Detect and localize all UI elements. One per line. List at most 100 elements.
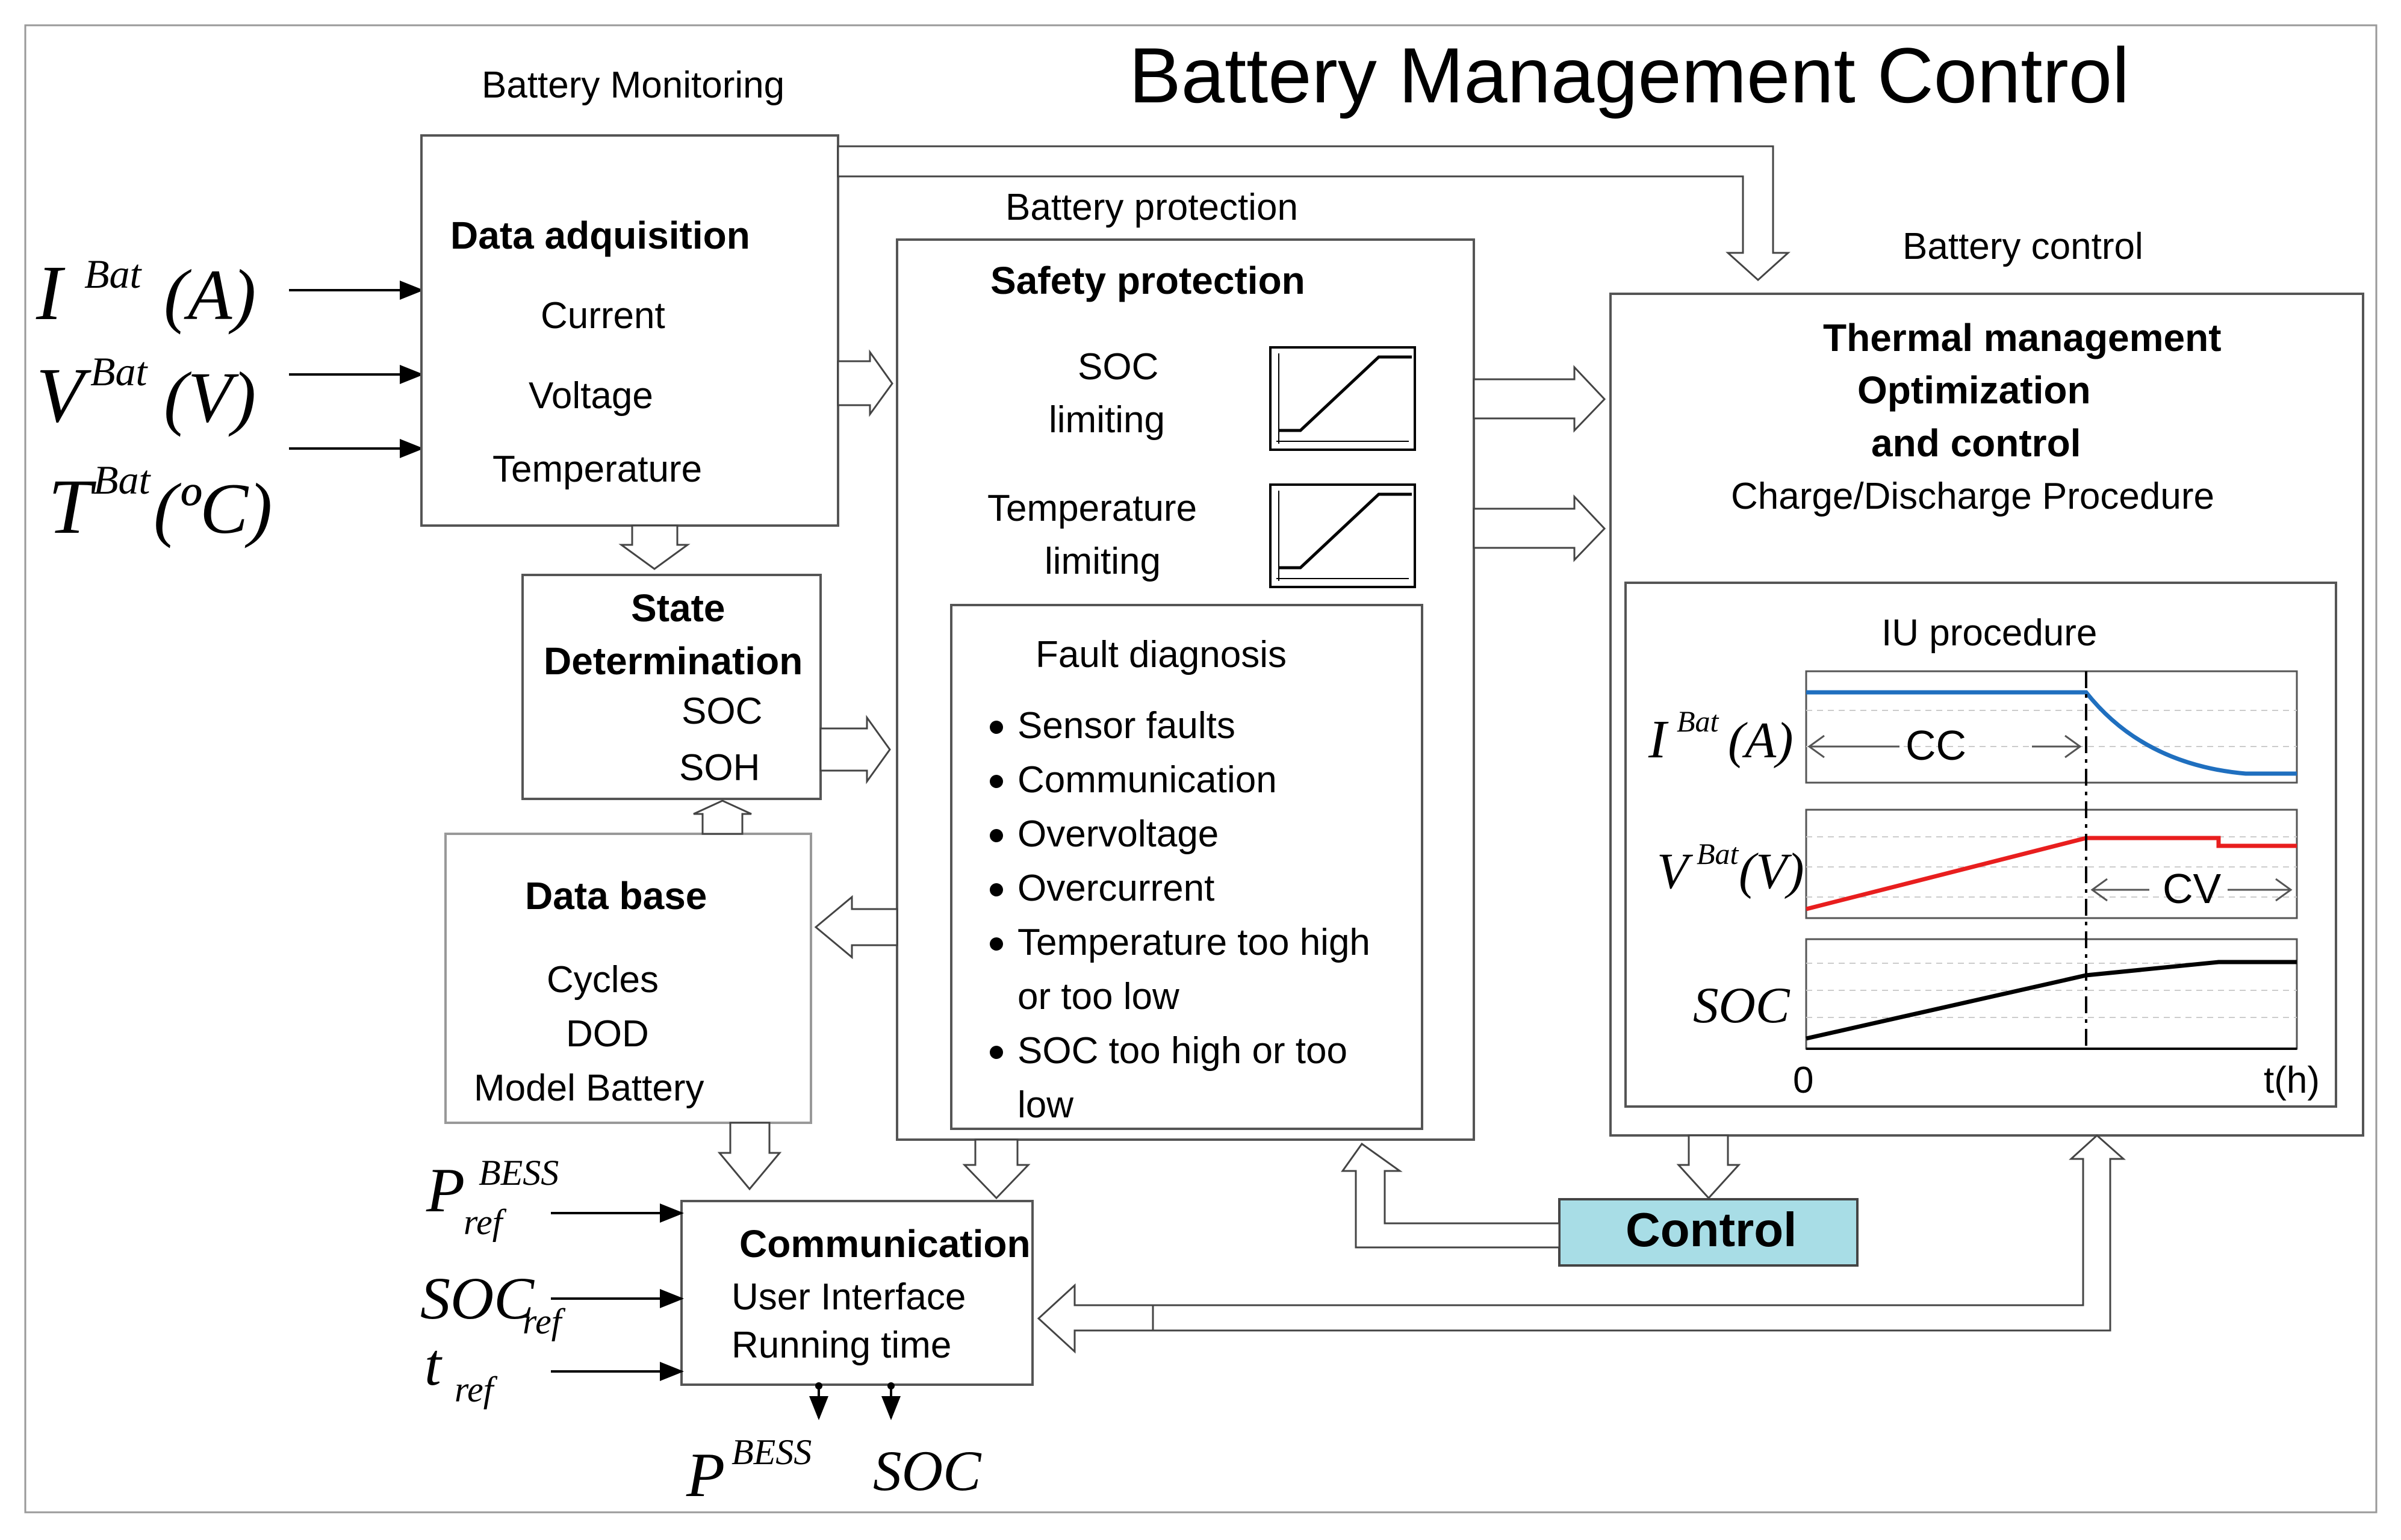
voltage-curve	[1806, 836, 2297, 911]
arrow-monitoring-protection	[837, 349, 893, 417]
input-current-symbol: I	[36, 250, 66, 337]
iu-i-sup: Bat	[1677, 704, 1719, 738]
output-p-sup: BESS	[731, 1432, 812, 1472]
soc-curve	[1806, 960, 2297, 1041]
output-p-symbol: P	[686, 1439, 725, 1510]
fault-item: SOC too high or too	[1017, 1030, 1347, 1072]
protection-label: Battery protection	[1005, 187, 1298, 228]
cv-label: CV	[2163, 865, 2222, 912]
monitoring-item-current: Current	[541, 295, 665, 337]
arrow-database-state	[693, 799, 752, 835]
input-current-sup: Bat	[84, 251, 143, 297]
protection-heading: Safety protection	[990, 259, 1305, 302]
output-arrows	[809, 1385, 901, 1420]
input-voltage-sup: Bat	[90, 349, 149, 394]
fault-heading: Fault diagnosis	[1036, 634, 1287, 675]
state-heading-2: Determination	[544, 639, 803, 683]
arrow-state-protection	[819, 715, 891, 784]
control-subheading: Charge/Discharge Procedure	[1731, 476, 2214, 517]
fault-item: Communication	[1017, 759, 1277, 801]
ref-t-symbol: t	[424, 1331, 443, 1398]
ref-soc-sub: ref	[523, 1302, 566, 1341]
control-heading-2: Optimization	[1857, 368, 2091, 412]
database-box	[444, 833, 812, 1124]
input-voltage-unit: (V)	[164, 357, 256, 437]
input-voltage-symbol: V	[36, 352, 92, 439]
communication-box	[680, 1200, 1034, 1386]
state-box	[521, 574, 822, 800]
input-arrows	[289, 281, 424, 458]
iu-soc-label: SOC	[1693, 977, 1791, 1034]
control-heading-3: and control	[1871, 421, 2081, 465]
soc-limiting-line-2: limiting	[1049, 399, 1165, 441]
iu-voltage-panel	[1805, 809, 2298, 919]
state-item-soc: SOC	[682, 691, 762, 732]
arrow-database-communication	[717, 1122, 782, 1191]
iu-current-panel	[1805, 670, 2298, 784]
input-current: I Bat (A)	[36, 250, 256, 337]
iu-v-sup: Bat	[1697, 837, 1739, 871]
iu-x-end: t(h)	[2264, 1060, 2320, 1101]
fault-item: Overcurrent	[1017, 868, 1214, 909]
input-voltage: V Bat (V)	[36, 349, 256, 439]
arrow-batterycontrol-communication	[1037, 1134, 2126, 1354]
iu-i-symbol: I	[1648, 710, 1669, 769]
iu-title: IU procedure	[1881, 612, 2097, 654]
cc-arrows	[1807, 734, 2082, 759]
database-item-cycles: Cycles	[547, 959, 659, 1001]
fault-item: Temperature too high	[1017, 922, 1370, 963]
soc-limiter-icon	[1269, 346, 1416, 451]
input-temperature: T Bat (ºC)	[48, 457, 272, 550]
control-box-label: Control	[1626, 1203, 1797, 1256]
block-arrows	[618, 349, 1741, 1200]
ref-p-sub: ref	[464, 1202, 507, 1242]
outer-frame	[24, 24, 2378, 1514]
output-soc: SOC	[873, 1439, 982, 1503]
temp-limiter-icon	[1269, 483, 1416, 588]
input-temperature-sup: Bat	[93, 457, 152, 503]
input-temperature-unit: (ºC)	[154, 468, 272, 548]
ref-p-sup: BESS	[479, 1153, 559, 1193]
iu-soc-panel	[1805, 938, 2298, 1050]
communication-heading: Communication	[739, 1222, 1031, 1265]
monitoring-label: Battery Monitoring	[482, 64, 784, 106]
ref-arrows	[551, 1203, 684, 1381]
database-heading: Data base	[525, 874, 707, 917]
monitoring-item-temperature: Temperature	[492, 449, 702, 490]
ref-t-sub: ref	[455, 1370, 498, 1409]
ref-soc-symbol: SOC	[420, 1265, 535, 1332]
communication-item-ui: User Interface	[731, 1276, 966, 1318]
fault-list: Sensor faults Communication Overvoltage …	[990, 705, 1370, 1126]
input-temperature-symbol: T	[48, 464, 96, 550]
communication-item-time: Running time	[731, 1324, 951, 1366]
fault-item-cont: low	[1017, 1084, 1073, 1126]
arrow-protection-database	[814, 895, 898, 960]
input-current-unit: (A)	[164, 255, 256, 335]
monitoring-heading: Data adquisition	[450, 214, 750, 257]
fault-item: Sensor faults	[1017, 705, 1235, 747]
monitoring-box	[420, 134, 839, 527]
monitoring-item-voltage: Voltage	[529, 375, 653, 417]
arrow-protection-control-1	[1473, 365, 1606, 433]
arrow-controlbox-protection	[1341, 1142, 1561, 1249]
cc-label: CC	[1906, 722, 1966, 769]
arrow-protection-control-2	[1473, 494, 1606, 562]
fault-box	[950, 604, 1423, 1130]
ref-p-symbol: P	[426, 1155, 465, 1225]
control-box[interactable]	[1558, 1198, 1859, 1267]
fault-item: Overvoltage	[1017, 813, 1219, 855]
arrow-monitoring-batterycontrol	[837, 145, 1791, 282]
iu-v-symbol: V	[1657, 843, 1694, 899]
arrow-monitoring-state	[618, 524, 691, 570]
current-curve	[1806, 690, 2297, 776]
soc-limiting-line-1: SOC	[1078, 346, 1158, 388]
temp-limiting-line-1: Temperature	[987, 488, 1197, 529]
iu-x-start: 0	[1793, 1060, 1813, 1101]
iu-v-unit: (V)	[1739, 843, 1804, 899]
temp-limiting-line-2: limiting	[1045, 541, 1161, 582]
database-item-model: Model Battery	[474, 1067, 704, 1109]
state-item-soh: SOH	[679, 747, 760, 789]
control-heading-1: Thermal management	[1823, 316, 2222, 359]
